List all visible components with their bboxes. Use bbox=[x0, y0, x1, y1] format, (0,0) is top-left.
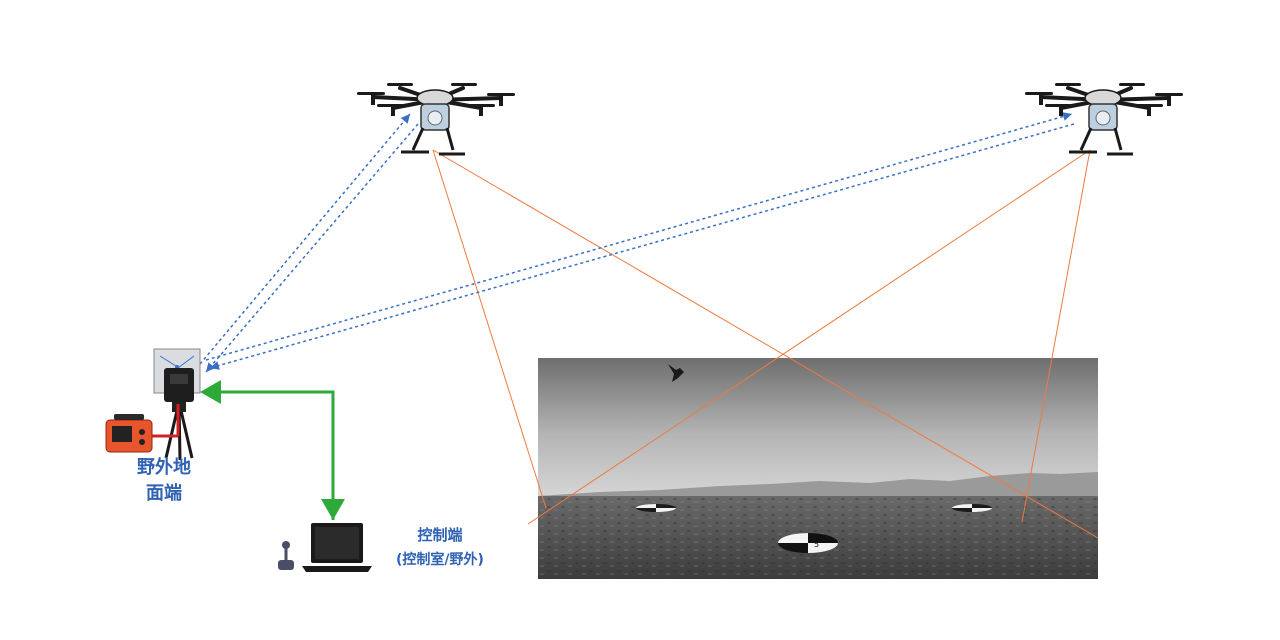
sight-line bbox=[1021, 149, 1091, 523]
photo-mountains bbox=[538, 472, 1098, 500]
ground-target-right bbox=[952, 504, 992, 512]
laptop-icon bbox=[302, 523, 372, 572]
photo-sky bbox=[538, 358, 1098, 498]
ground-target-left bbox=[636, 504, 676, 512]
battery-icon bbox=[105, 414, 153, 453]
bird-icon bbox=[668, 364, 684, 382]
sight-line bbox=[527, 149, 1091, 525]
control-label-line1: 控制端 bbox=[417, 526, 462, 544]
ground-station-label-line2: 面端 bbox=[146, 483, 182, 504]
radio-link bbox=[209, 123, 1075, 370]
sight-line bbox=[432, 149, 1099, 539]
radio-link bbox=[205, 112, 1073, 361]
ground-station: 野外地 面端 bbox=[105, 348, 201, 504]
radio-links bbox=[199, 112, 1075, 373]
cable-line bbox=[200, 380, 335, 520]
target-number: 5 bbox=[814, 540, 819, 549]
control-cable bbox=[200, 380, 345, 520]
sight-lines bbox=[432, 149, 1099, 539]
control-label-line2: (控制室/野外) bbox=[396, 551, 484, 568]
field-photo: 5 bbox=[538, 358, 1098, 579]
ground-station-label-line1: 野外地 bbox=[137, 456, 191, 478]
drone-icon bbox=[1025, 83, 1183, 156]
sight-line bbox=[432, 149, 547, 509]
joystick-icon bbox=[278, 541, 294, 570]
radio-link bbox=[199, 113, 411, 365]
camera-unit bbox=[164, 368, 194, 402]
ground-target-center: 5 bbox=[778, 533, 838, 553]
radio-link bbox=[205, 123, 419, 373]
control-station: 控制端 (控制室/野外) bbox=[278, 523, 484, 572]
drone-icon bbox=[357, 83, 515, 156]
